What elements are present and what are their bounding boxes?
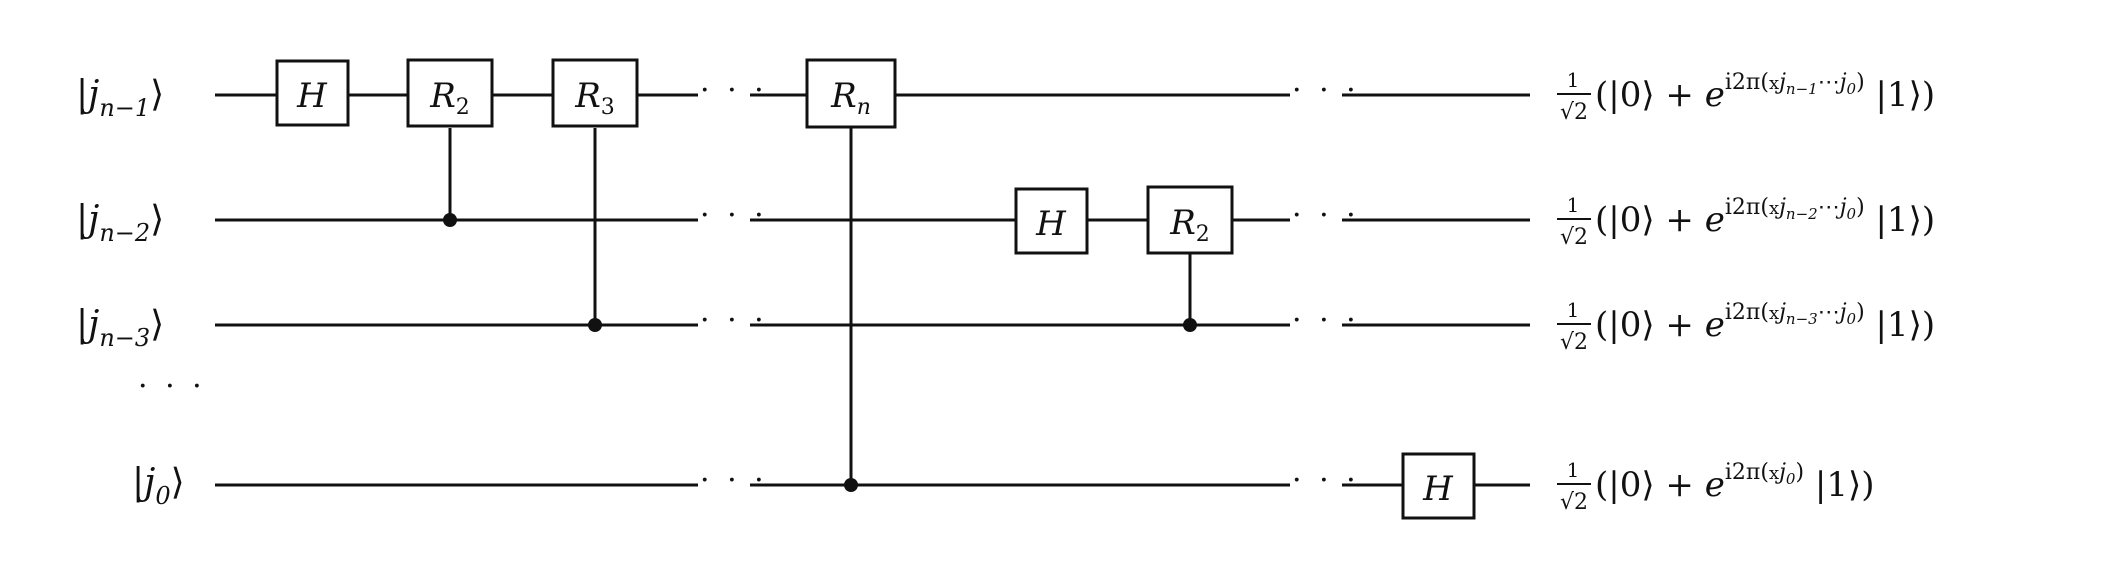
control-dot — [588, 318, 602, 332]
svg-text:1: 1 — [1567, 193, 1580, 217]
input-ellipsis: · · · — [138, 369, 206, 404]
gate-r2: R2 — [406, 58, 494, 128]
control-dot — [1183, 318, 1197, 332]
svg-text:(|0⟩ + ei2π(xjn−2⋯j0) |1⟩): (|0⟩ + ei2π(xjn−2⋯j0) |1⟩) — [1595, 195, 1935, 240]
svg-text:(|0⟩ + ei2π(xj0) |1⟩): (|0⟩ + ei2π(xj0) |1⟩) — [1595, 460, 1875, 505]
wire-ellipsis: · · · — [1292, 303, 1360, 338]
wire-ellipsis: · · · — [1292, 73, 1360, 108]
input-label-j0: |j0⟩ — [132, 462, 185, 510]
output-state-j0: 1 √2 (|0⟩ + ei2π(xj0) |1⟩) — [1557, 458, 1875, 515]
wire-ellipsis: · · · — [700, 198, 768, 233]
svg-text:1: 1 — [1567, 458, 1580, 482]
gate-h: H — [275, 59, 350, 127]
svg-text:(|0⟩ + ei2π(xjn−1⋯j0) |1⟩): (|0⟩ + ei2π(xjn−1⋯j0) |1⟩) — [1595, 70, 1935, 115]
svg-text:(|0⟩ + ei2π(xjn−3⋯j0) |1⟩): (|0⟩ + ei2π(xjn−3⋯j0) |1⟩) — [1595, 300, 1935, 345]
gate-rn: Rn — [805, 58, 897, 129]
output-state-jn-3: 1 √2 (|0⟩ + ei2π(xjn−3⋯j0) |1⟩) — [1557, 298, 1935, 355]
svg-text:H: H — [1422, 469, 1454, 509]
gate-h: H — [1401, 452, 1476, 520]
svg-text:H: H — [296, 76, 328, 116]
control-dot — [844, 478, 858, 492]
wire-ellipsis: · · · — [1292, 198, 1360, 233]
svg-text:R2: R2 — [1169, 203, 1210, 247]
control-dot — [443, 213, 457, 227]
wire-ellipsis: · · · — [700, 303, 768, 338]
input-label-jn-2: |jn−2⟩ — [76, 199, 164, 247]
svg-text:R2: R2 — [429, 76, 470, 120]
svg-text:R3: R3 — [574, 76, 615, 120]
svg-text:1: 1 — [1567, 298, 1580, 322]
svg-text:Rn: Rn — [830, 76, 871, 120]
svg-text:√2: √2 — [1560, 490, 1588, 515]
svg-text:√2: √2 — [1560, 100, 1588, 125]
input-label-jn-1: |jn−1⟩ — [76, 74, 164, 122]
gate-h: H — [1014, 187, 1089, 255]
wire-ellipsis: · · · — [700, 463, 768, 498]
svg-text:1: 1 — [1567, 68, 1580, 92]
svg-text:√2: √2 — [1560, 225, 1588, 250]
output-state-jn-2: 1 √2 (|0⟩ + ei2π(xjn−2⋯j0) |1⟩) — [1557, 193, 1935, 250]
gate-r2: R2 — [1146, 185, 1234, 255]
output-state-jn-1: 1 √2 (|0⟩ + ei2π(xjn−1⋯j0) |1⟩) — [1557, 68, 1935, 125]
svg-text:H: H — [1035, 204, 1067, 244]
gate-r3: R3 — [551, 58, 639, 128]
input-label-jn-3: |jn−3⟩ — [76, 304, 164, 352]
wire-ellipsis: · · · — [1292, 463, 1360, 498]
wire-ellipsis: · · · — [700, 73, 768, 108]
svg-text:√2: √2 — [1560, 330, 1588, 355]
